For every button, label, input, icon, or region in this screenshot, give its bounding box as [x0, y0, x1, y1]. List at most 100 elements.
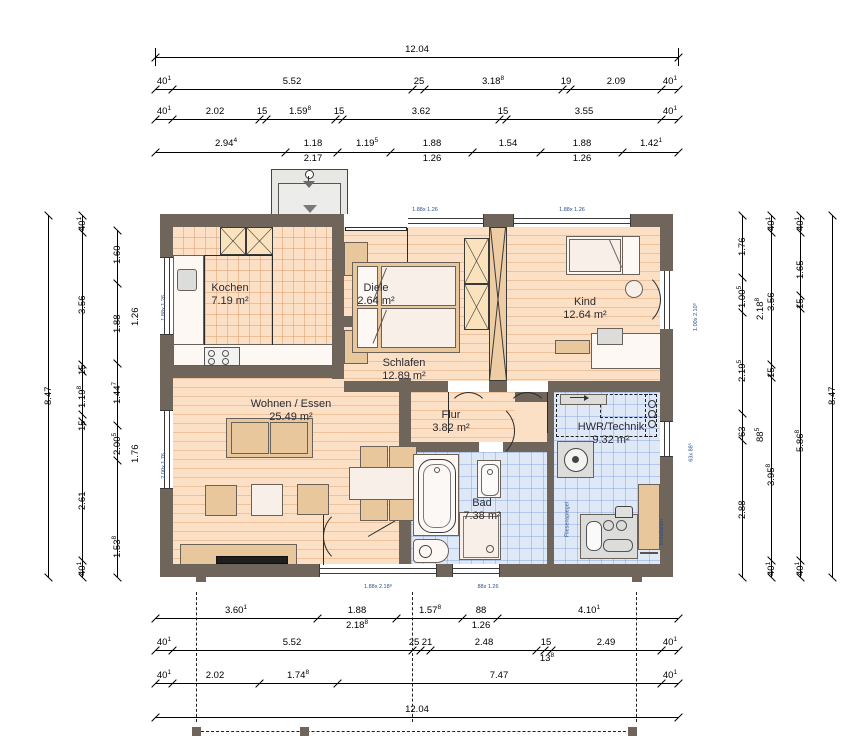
door-terrace-wohnen[interactable] [319, 564, 437, 577]
dim-label-sub: 2.17 [303, 153, 323, 164]
porch-pillar [196, 572, 206, 582]
room-name: Kochen [211, 282, 249, 294]
projection-line [196, 592, 197, 722]
dim-label: 40 [662, 670, 674, 681]
dim-label: 1.88 [347, 605, 367, 616]
dim-label: 3.18 [481, 76, 501, 87]
label-door-kind-right: 1.00x 2.10⁸ [693, 303, 700, 332]
window-wohnen-left[interactable] [160, 410, 173, 489]
dim-label: 40 [77, 220, 88, 231]
dim-label-sub: 1.26 [572, 153, 592, 164]
room-area: 2.64 m² [357, 295, 395, 307]
window-hwr-right[interactable] [660, 421, 673, 457]
dim-label: 1.42 [639, 138, 659, 149]
kitchen-wall-cabinet [220, 227, 246, 255]
dim-label: 2.18 [755, 301, 766, 321]
door-entrance[interactable] [344, 214, 408, 227]
pillow-left [357, 308, 378, 348]
dim-label: 40 [156, 76, 168, 87]
hwr-counter [560, 394, 607, 405]
dim-label: 2.88 [737, 500, 748, 520]
dim-label: 3.95 [766, 467, 777, 487]
dim-label: 4.10 [577, 605, 597, 616]
kind-nightstand [622, 236, 640, 275]
dim-label: 1.88 [112, 314, 123, 334]
canopy-post-icon [305, 170, 314, 179]
dining-chair [360, 499, 388, 521]
terrace-pillar [628, 727, 637, 736]
canopy-arrow-icon [303, 181, 315, 188]
armchair-right [297, 484, 329, 515]
porch-pillar [632, 572, 642, 582]
dim-label: 5.52 [282, 637, 302, 648]
hwr-boiler-top [615, 506, 633, 518]
window-kind-top[interactable] [513, 214, 631, 227]
dining-chair [360, 446, 388, 468]
room-name: Flur [441, 409, 461, 421]
closet-cabinet [464, 238, 489, 284]
door-kind-right[interactable] [660, 271, 673, 329]
window-kochen-left[interactable] [160, 257, 173, 335]
room-area: 7.38 m² [463, 510, 501, 522]
dining-table [349, 467, 421, 500]
door-kind-exterior-swing [604, 271, 661, 328]
room-area: 12.64 m² [563, 309, 607, 321]
label-window-wohnen-left: 2.00x 1.76 [160, 453, 167, 479]
dim-label: 1.00 [737, 289, 748, 309]
dim-label: 3.62 [411, 106, 431, 117]
dim-label: 15 [540, 637, 552, 648]
dim-label: 88 [755, 431, 766, 442]
coffee-table [251, 484, 283, 516]
hwr-vertical-label: Installation [659, 519, 666, 546]
dim-label: 15 [77, 364, 88, 375]
dim-label: 1.18 [303, 138, 323, 149]
dim-label: 2.49 [596, 637, 616, 648]
label-window-hwr-right: 63x 88⁵ [688, 443, 695, 462]
dim-label: 2.19 [737, 363, 748, 383]
room-area: 3.82 m² [432, 422, 470, 434]
dim-label: 13 [539, 653, 551, 664]
dim-label: 40 [156, 637, 168, 648]
sofa-cushion-right [270, 422, 308, 454]
dim-label: 3.55 [574, 106, 594, 117]
label-door-terrace: 1.88x 2.18⁸ [363, 584, 393, 590]
dim-label: 21 [421, 637, 433, 648]
duvet [381, 308, 456, 348]
dim-label: 1.88 [422, 138, 442, 149]
room-label-diele: Diele 2.64 m² [357, 282, 394, 308]
kind-chair [597, 328, 623, 345]
projection-line [636, 592, 637, 722]
kind-desk [555, 340, 590, 354]
bad-vertical-label: Fliesenspiegel [564, 502, 571, 538]
shower-tray [459, 512, 501, 560]
dim-label: 1.60 [112, 245, 123, 265]
dim-label: 15 [77, 420, 88, 431]
room-name: Bad [472, 497, 492, 509]
dim-label: 88 [475, 605, 487, 616]
entry-arrow-icon [303, 205, 317, 213]
dim-label: 15 [497, 106, 509, 117]
window-bad-bottom[interactable] [452, 564, 500, 577]
door-schlafen-swing [448, 392, 489, 433]
label-window-kochen-left: 1.88x 1.26 [160, 295, 167, 321]
room-name: Diele [363, 282, 389, 294]
kind-bed-duvet [569, 239, 621, 272]
room-name: HWR/Technik [577, 421, 645, 433]
room-name: Schlafen [382, 357, 426, 369]
dim-label: 2.02 [205, 106, 225, 117]
kitchen-sink [177, 269, 197, 291]
door-kind-swing [507, 392, 548, 433]
dim-label: 8.47 [827, 386, 838, 406]
room-label-bad: Bad 7.38 m² [463, 497, 500, 523]
label-window-schlafen-top: 1.88x 1.26 [412, 207, 438, 213]
room-label-flur: Flur 3.82 m² [432, 409, 469, 435]
kind-lamp-icon [625, 280, 643, 298]
dim-label: 15 [333, 106, 345, 117]
dim-label: 2.02 [205, 670, 225, 681]
dim-label: 1.53 [112, 539, 123, 559]
sofa-cushion-left [231, 422, 269, 454]
dim-label: 1.19 [355, 138, 375, 149]
room-label-wohnen: Wohnen / Essen 25.49 m² [251, 398, 332, 424]
dim-label: 2.00 [112, 436, 123, 456]
